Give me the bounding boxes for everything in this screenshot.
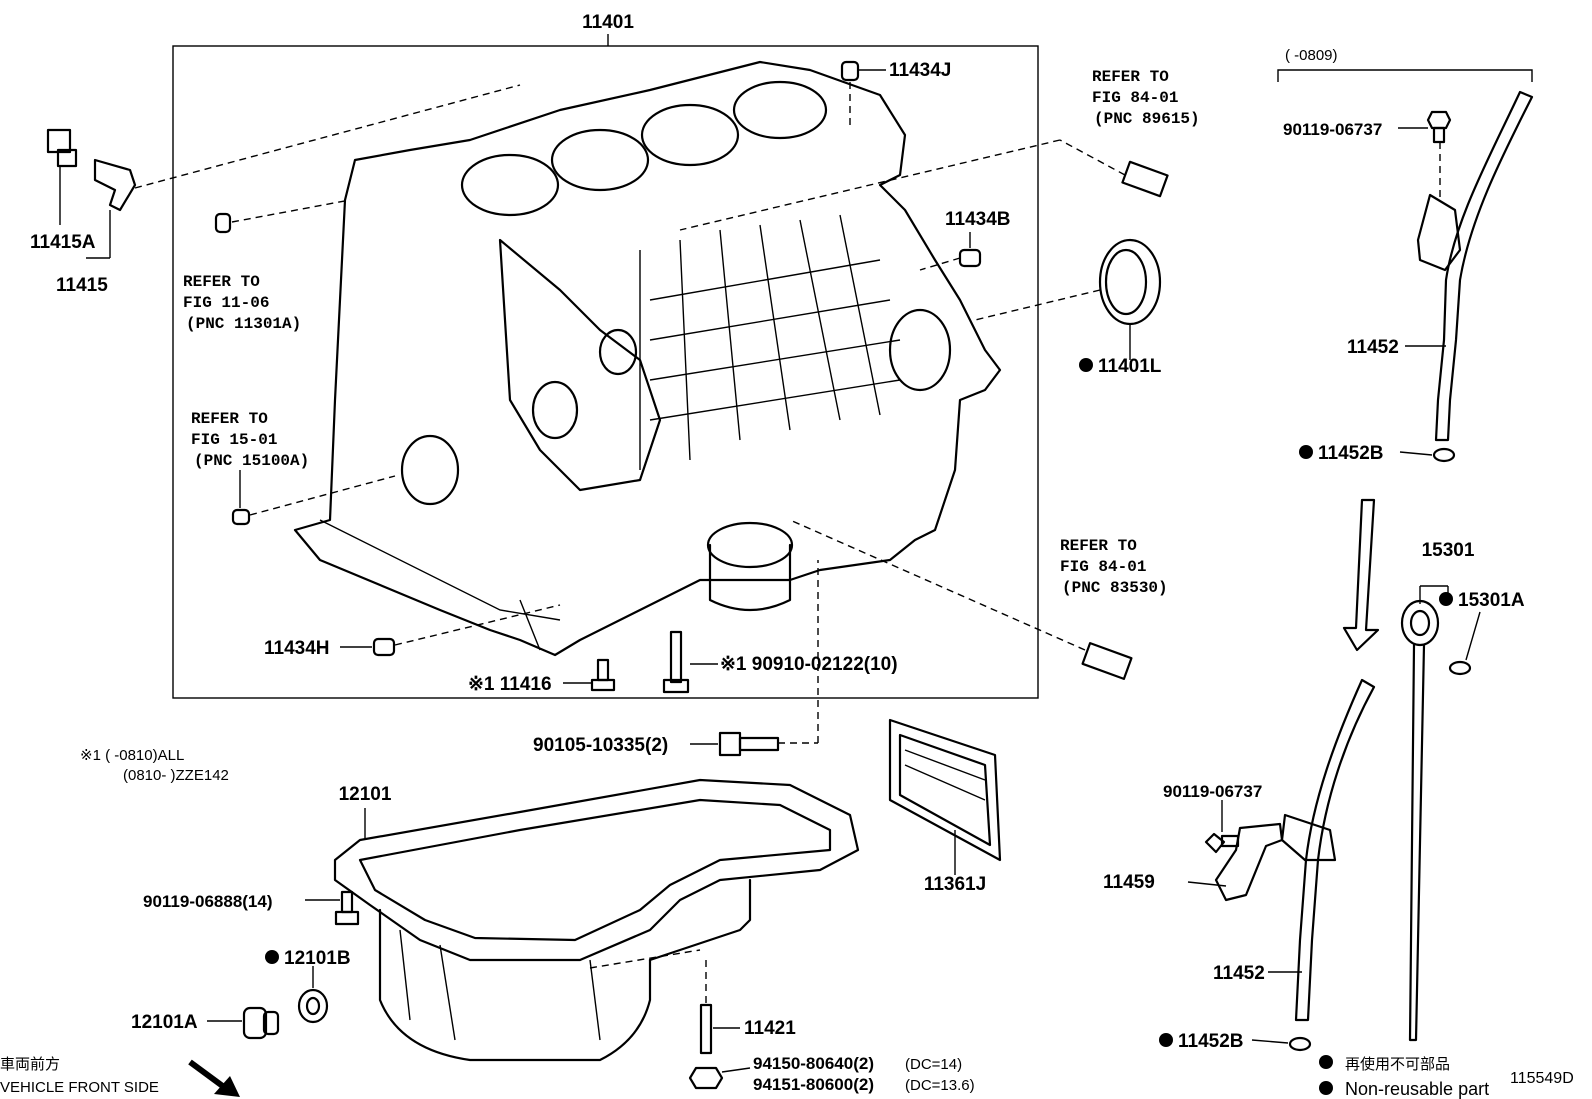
svg-text:(PNC 89615): (PNC 89615) [1094, 110, 1200, 128]
oil-pan-12101 [333, 778, 860, 1062]
ref-11301a: REFER TO FIG 11-06 (PNC 11301A) [183, 273, 301, 333]
footnote-line1: ※1 ( -0810)ALL [80, 747, 184, 764]
label-11361J: 11361J [924, 874, 986, 895]
nut-94150 [688, 1066, 751, 1090]
svg-text:REFER TO: REFER TO [183, 273, 260, 291]
legend-nonreusable-dot-jp [1319, 1055, 1333, 1069]
gasket-12101b [297, 966, 329, 1024]
sensor-11415 [46, 84, 521, 259]
label-15301A: 15301A [1458, 590, 1525, 611]
drain-plug-12101a [207, 1006, 280, 1040]
bolt-90119-06737-b [1204, 800, 1240, 854]
label-12101A: 12101A [131, 1012, 198, 1033]
label-90119-06888: 90119-06888(14) [143, 892, 273, 911]
label-94151: 94151-80600(2) [753, 1075, 874, 1094]
bolt-11416 [563, 658, 616, 692]
range-bracket [1277, 69, 1533, 82]
label-11415A: 11415A [30, 232, 96, 253]
baffle-plate-11361j [888, 718, 1002, 875]
bolt-90119-06888 [305, 890, 360, 926]
label-11452-b: 11452 [1213, 963, 1265, 984]
svg-text:(PNC 15100A): (PNC 15100A) [194, 452, 309, 470]
label-11415: 11415 [56, 275, 108, 296]
legend-jp: 再使用不可部品 [1345, 1056, 1450, 1073]
oil-level-gauge-guide-a [1405, 90, 1534, 442]
ref-15100a: REFER TO FIG 15-01 (PNC 15100A) [191, 410, 309, 470]
label-11401L: 11401L [1098, 356, 1162, 377]
label-94151-dc: (DC=13.6) [905, 1077, 975, 1094]
label-11401: 11401 [582, 12, 634, 33]
range-note: ( -0809) [1285, 47, 1338, 64]
dipstick-15301 [1400, 585, 1481, 1042]
legend-en: Non-reusable part [1345, 1079, 1489, 1099]
sensor-89615 [679, 139, 1169, 231]
legend: 再使用不可部品 Non-reusable part [1319, 1055, 1489, 1099]
svg-text:(PNC 83530): (PNC 83530) [1062, 579, 1168, 597]
knock-pin-15100a [231, 475, 396, 526]
label-11459: 11459 [1103, 872, 1155, 893]
label-12101B: 12101B [284, 948, 351, 969]
label-12101: 12101 [339, 784, 392, 805]
ref-89615: REFER TO FIG 84-01 (PNC 89615) [1092, 68, 1200, 128]
cylinder-block [293, 60, 1002, 657]
o-ring-11452b-a [1399, 447, 1456, 463]
cylinder-block-group-frame [172, 45, 1039, 699]
knock-pin-11301a [214, 199, 351, 234]
knock-pin-11434h [340, 604, 561, 657]
svg-text:FIG 15-01: FIG 15-01 [191, 431, 277, 449]
knock-pin-11434j [840, 60, 886, 82]
ref-83530: REFER TO FIG 84-01 (PNC 83530) [1060, 537, 1168, 597]
svg-text:(PNC 11301A): (PNC 11301A) [186, 315, 301, 333]
bolt-90105-10335 [690, 560, 819, 757]
label-90119-06737-b: 90119-06737 [1163, 782, 1262, 801]
label-94150: 94150-80640(2) [753, 1054, 874, 1073]
svg-text:FIG 84-01: FIG 84-01 [1092, 89, 1178, 107]
bolt-90119-06737-a [1398, 110, 1452, 200]
label-11434J: 11434J [889, 60, 951, 81]
label-90119-06737-a: 90119-06737 [1283, 120, 1382, 139]
label-11421: 11421 [744, 1018, 796, 1039]
label-11434B: 11434B [945, 209, 1011, 230]
front-side-en: VEHICLE FRONT SIDE [0, 1079, 159, 1096]
front-side-jp: 車両前方 [0, 1056, 60, 1073]
figure-code: 115549D [1510, 1070, 1574, 1087]
o-ring-11452b-b [1251, 1036, 1312, 1052]
bolt-90910-02122 [662, 630, 718, 694]
svg-text:REFER TO: REFER TO [1060, 537, 1137, 555]
transition-arrow [1342, 498, 1380, 652]
knock-pin-11434b [919, 248, 982, 271]
sensor-83530 [789, 519, 1133, 680]
stud-11421 [699, 960, 740, 1055]
oil-level-gauge-guide-b [1268, 678, 1376, 1022]
label-11434H: 11434H [264, 638, 330, 659]
front-direction-arrow [188, 1059, 240, 1097]
svg-text:REFER TO: REFER TO [1092, 68, 1169, 86]
footnote-line2: (0810- )ZZE142 [123, 767, 229, 784]
oil-seal-11401l [974, 238, 1162, 360]
svg-text:FIG 11-06: FIG 11-06 [183, 294, 269, 312]
bracket-11459 [1187, 822, 1284, 902]
label-11416: ※1 11416 [468, 674, 552, 695]
label-90105: 90105-10335(2) [533, 735, 668, 756]
label-15301: 15301 [1422, 540, 1475, 561]
label-11452-a: 11452 [1347, 337, 1399, 358]
label-11452B-b: 11452B [1178, 1031, 1244, 1052]
label-94150-dc: (DC=14) [905, 1056, 962, 1073]
svg-text:FIG 84-01: FIG 84-01 [1060, 558, 1146, 576]
legend-nonreusable-dot-en [1319, 1081, 1333, 1095]
label-90910: ※1 90910-02122(10) [720, 654, 898, 675]
label-11452B-a: 11452B [1318, 443, 1384, 464]
svg-text:REFER TO: REFER TO [191, 410, 268, 428]
